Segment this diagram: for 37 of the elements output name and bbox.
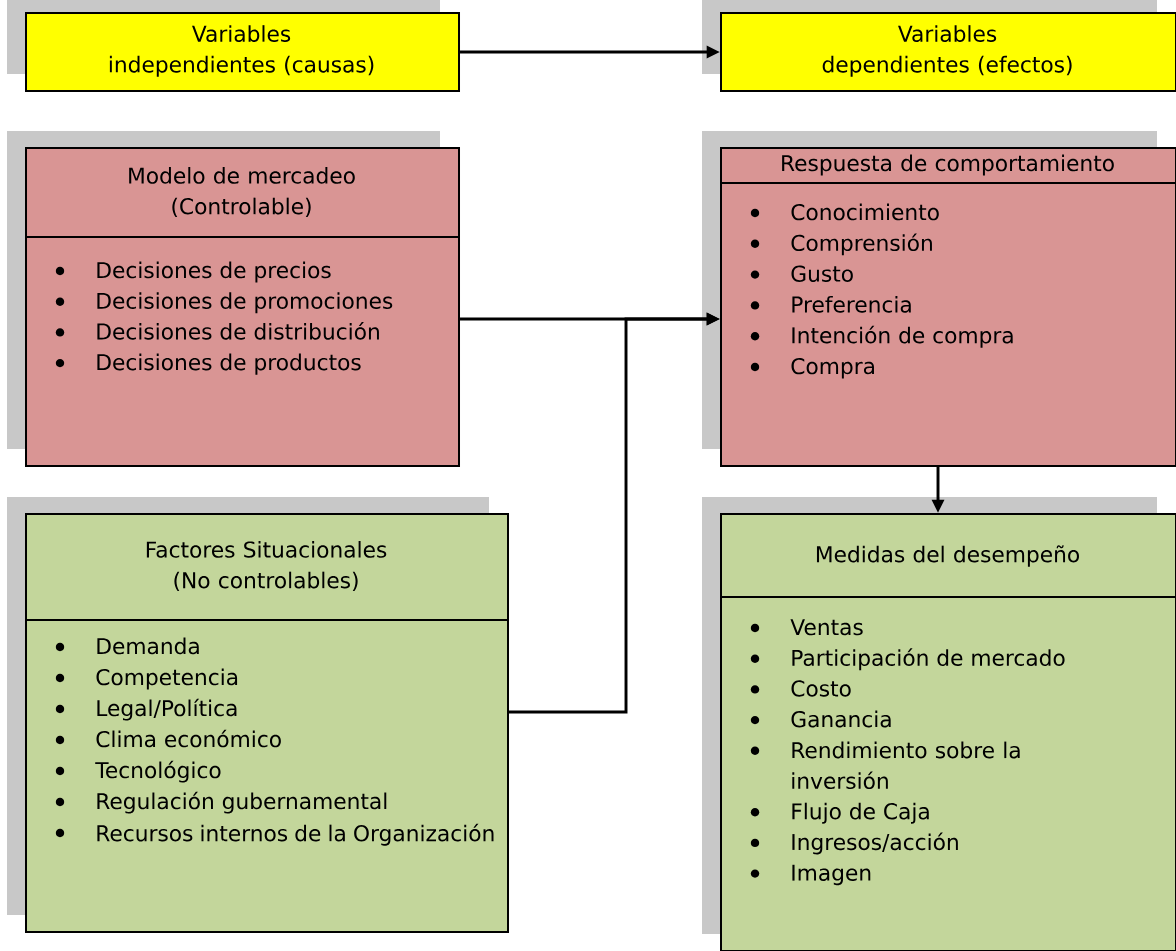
- list-item: Decisiones de distribución: [55, 322, 379, 340]
- list-item: Ganancia: [750, 710, 891, 728]
- list-box: [702, 497, 1176, 951]
- list-item: Compra: [750, 357, 874, 379]
- box-heading: Variables independientes (causas): [109, 25, 374, 77]
- list-item: Comprensión: [750, 233, 932, 256]
- list-item: Demanda: [55, 637, 199, 655]
- box-heading: Variables dependientes (efectos): [822, 25, 1072, 77]
- list-item: Intención de compra: [750, 325, 1013, 348]
- list-box: [7, 131, 460, 467]
- list-item: Legal/Política: [55, 698, 237, 721]
- box-heading: Medidas del desempeño: [816, 545, 1079, 567]
- list-item: Tecnológico: [55, 760, 221, 783]
- list-item: Costo: [750, 680, 851, 697]
- box-heading: Modelo de mercadeo (Controlable): [129, 167, 355, 218]
- list-item: Flujo de Caja: [750, 802, 929, 824]
- list-item: Participación de mercado: [750, 648, 1065, 671]
- list-item: Ventas: [750, 619, 863, 636]
- box-heading: Respuesta de comportamiento: [782, 154, 1114, 176]
- list-box: [702, 131, 1176, 467]
- list-box: [7, 497, 509, 933]
- list-item: Decisiones de precios: [55, 261, 331, 283]
- header-box: [7, 0, 460, 92]
- list-item: Recursos internos de la Organización: [55, 823, 494, 846]
- list-item: Clima económico: [55, 729, 281, 748]
- header-box: [702, 0, 1176, 92]
- list-item: Preferencia: [750, 295, 911, 313]
- list-item: Decisiones de promociones: [55, 292, 393, 314]
- list-item: Decisiones de productos: [55, 353, 361, 375]
- box-heading: Factores Situacionales (No controlables): [146, 541, 387, 592]
- list-item: Conocimiento: [750, 203, 939, 221]
- list-item: Competencia: [55, 668, 238, 690]
- list-item: Imagen: [750, 864, 871, 886]
- list-item: Ingresos/acción: [750, 832, 958, 855]
- list-item: Rendimiento sobre la inversión: [750, 741, 1020, 790]
- list-item: Gusto: [750, 265, 853, 282]
- list-item: Regulación gubernamental: [55, 791, 387, 814]
